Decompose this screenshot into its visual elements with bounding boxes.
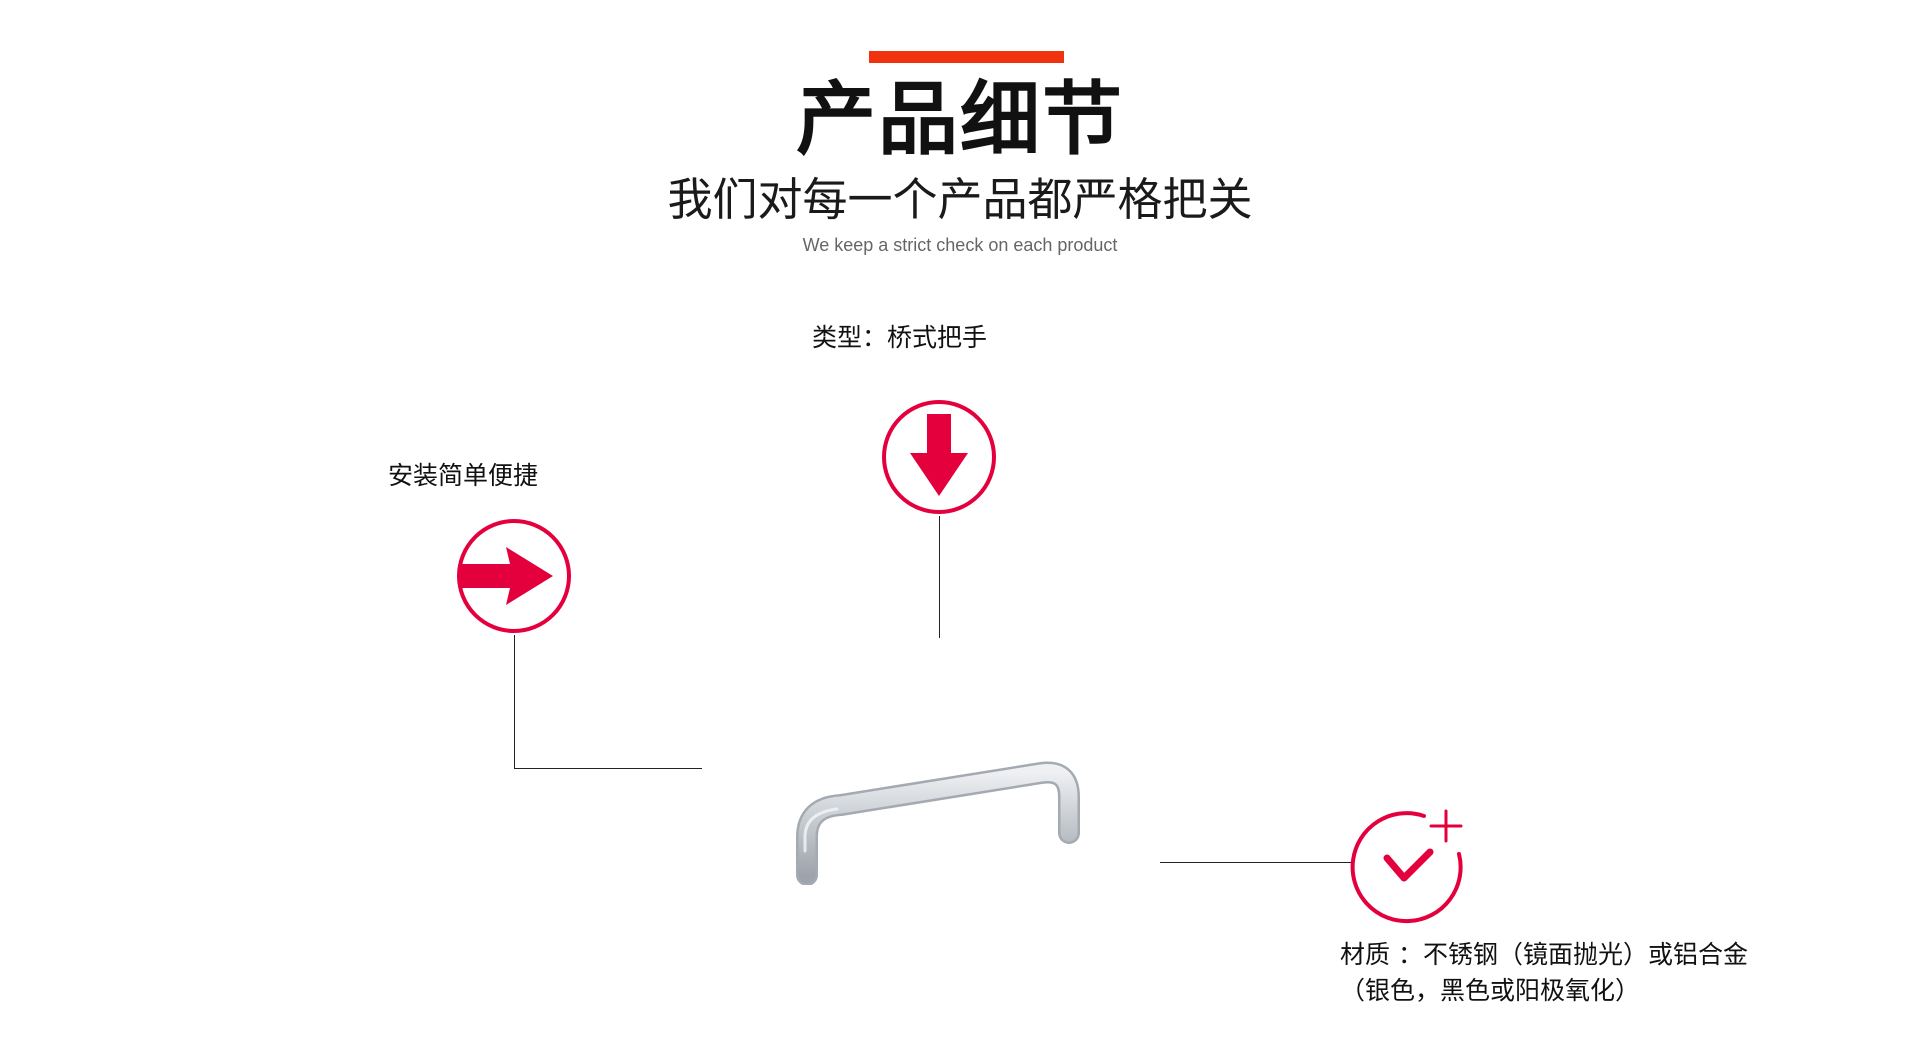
material-label-line1: 材质 ：不锈钢（镜面抛光）或铝合金 xyxy=(1340,940,1748,969)
install-label: 安装简单便捷 xyxy=(388,461,539,490)
right-arrow-icon xyxy=(457,519,571,633)
install-connector-horizontal xyxy=(514,768,702,769)
material-connector-line xyxy=(1160,862,1351,863)
material-label: 材质 ：不锈钢（镜面抛光）或铝合金 （银色，黑色或阳极氧化） xyxy=(1340,937,1748,1009)
page-title: 产品细节 xyxy=(796,73,1124,166)
material-label-line2: （银色，黑色或阳极氧化） xyxy=(1340,976,1641,1005)
clock-plus-icon xyxy=(1350,809,1463,924)
page-subtitle-en: We keep a strict check on each product xyxy=(802,235,1118,255)
page-subtitle: 我们对每一个产品都严格把关 xyxy=(667,173,1253,226)
type-connector-line xyxy=(939,516,940,638)
type-label: 类型：桥式把手 xyxy=(812,323,988,352)
down-arrow-icon xyxy=(882,400,996,514)
bridge-handle xyxy=(796,761,1080,885)
install-connector-vertical xyxy=(514,635,515,769)
title-accent-bar xyxy=(869,51,1064,63)
